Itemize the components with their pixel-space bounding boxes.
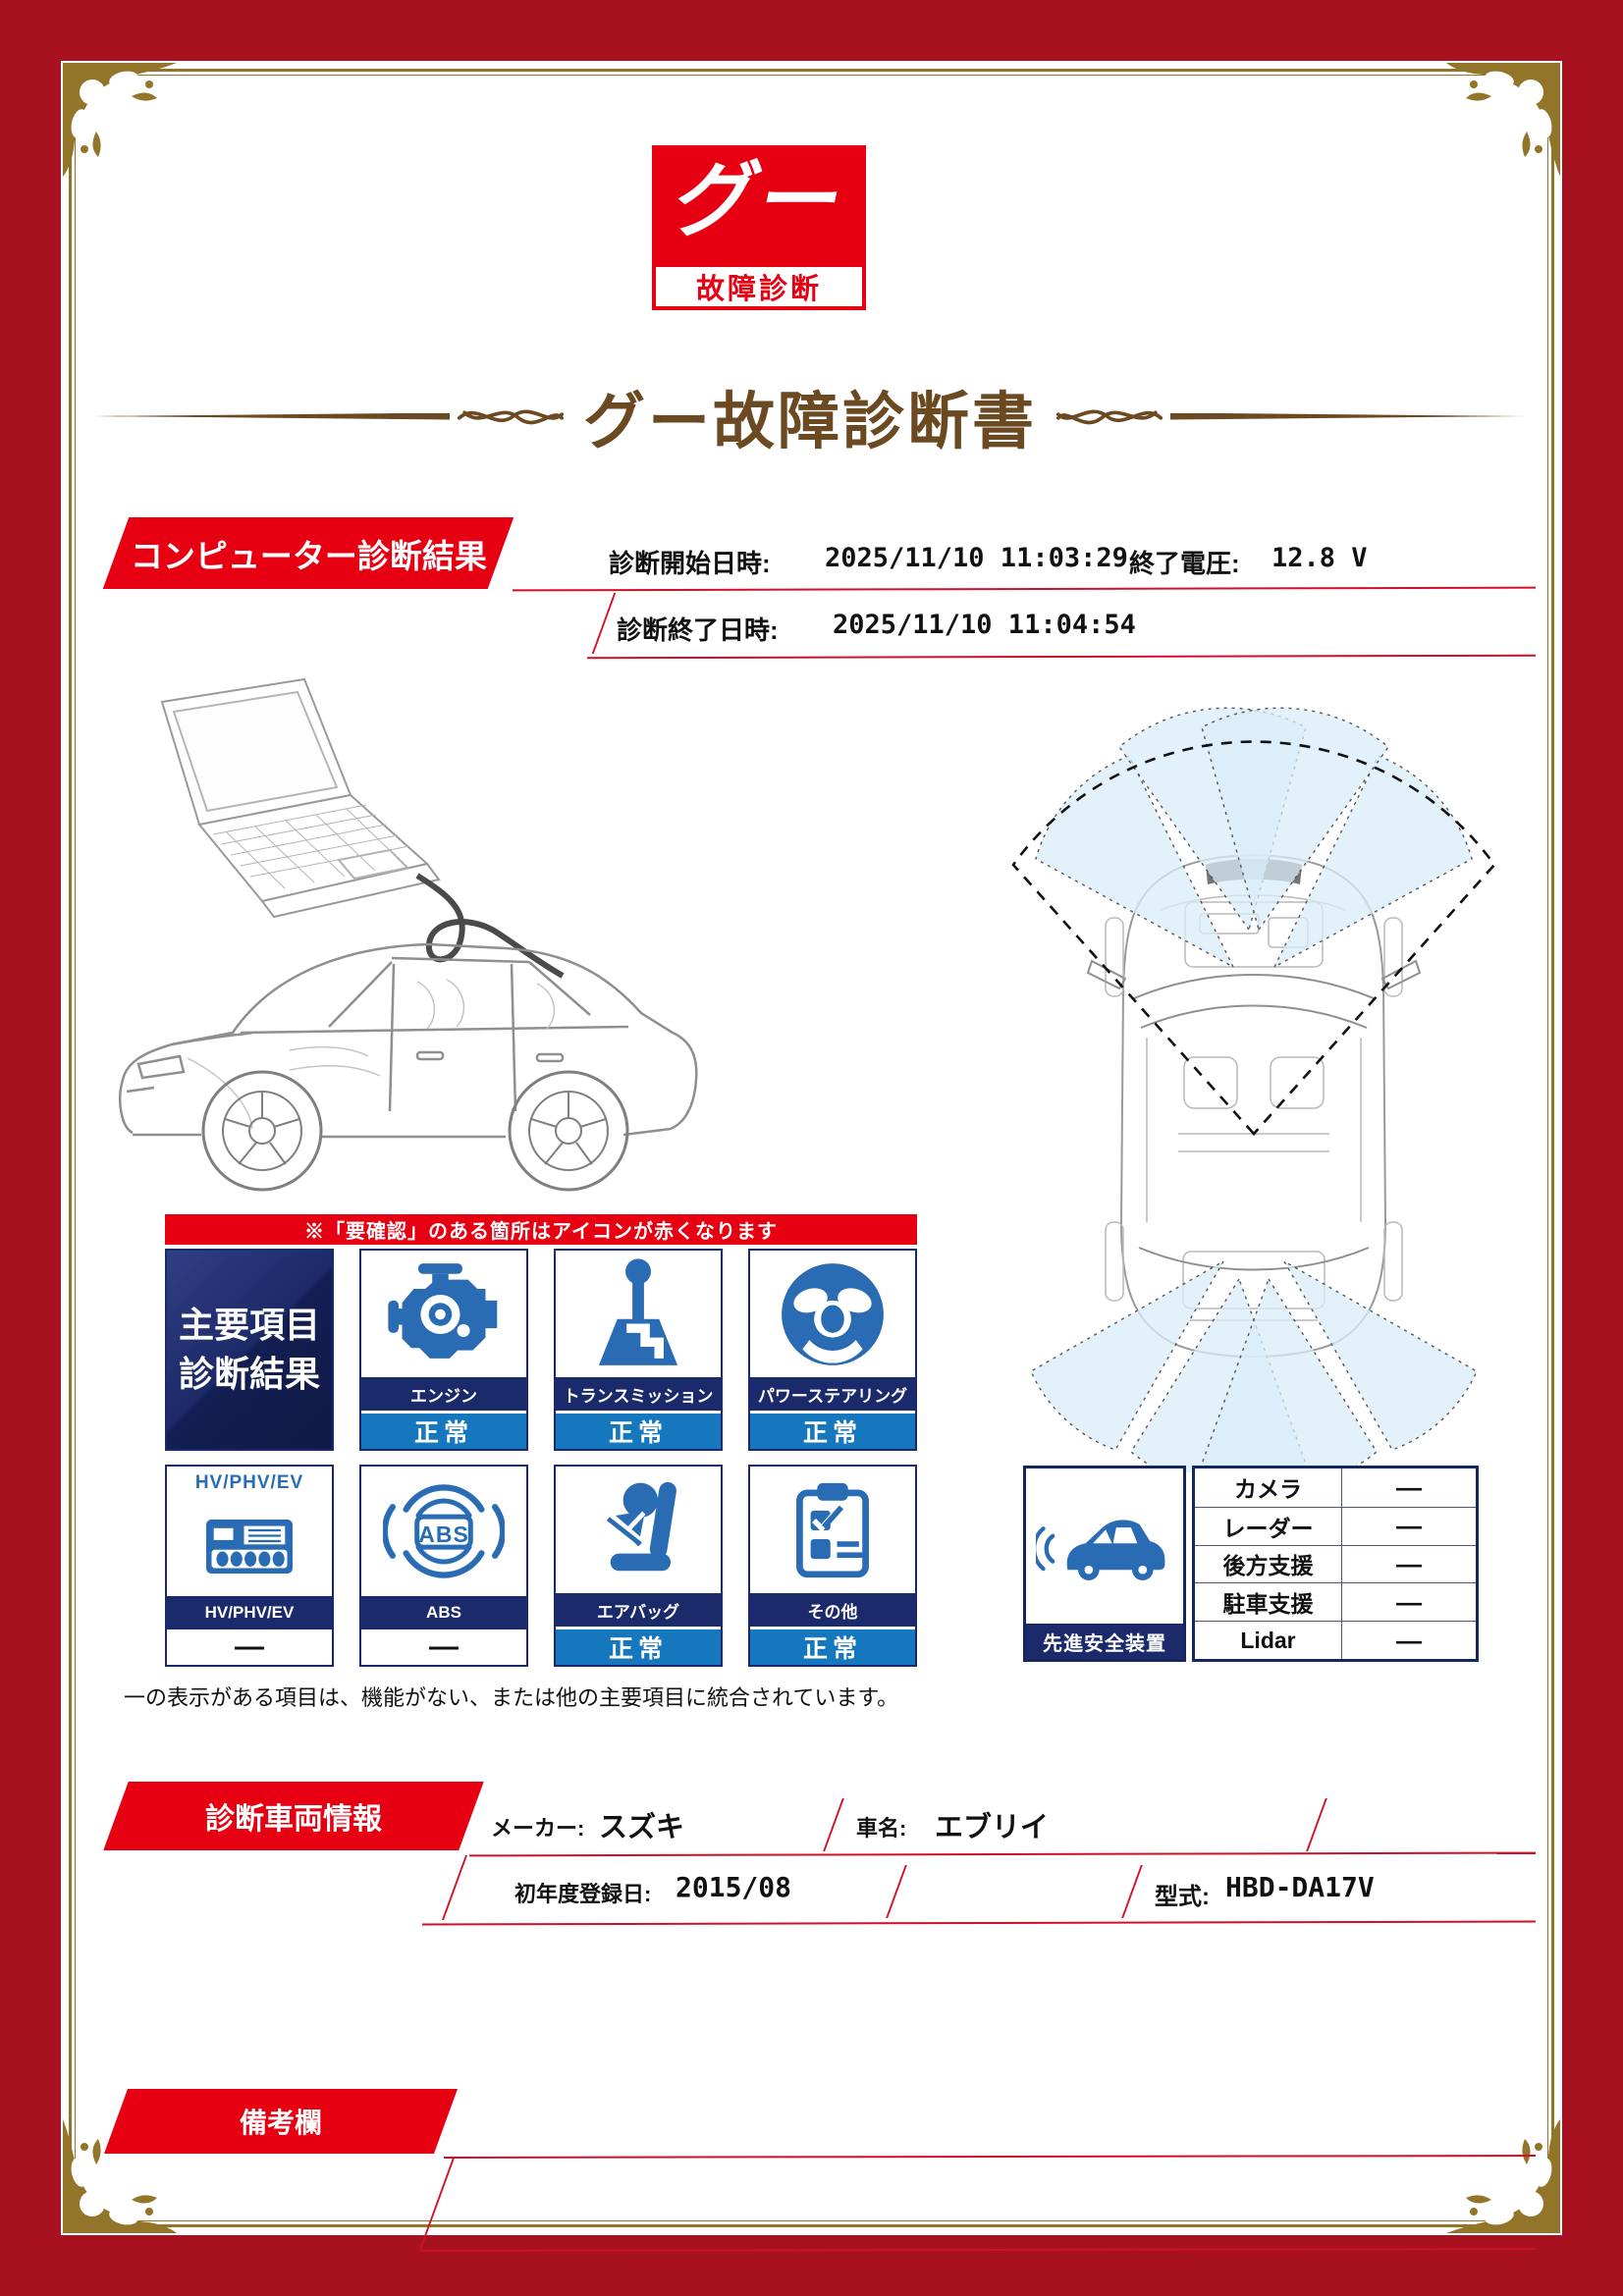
grid-item-abs: ABS ABS —: [359, 1465, 528, 1667]
steering-wheel-icon: [750, 1251, 915, 1377]
first-registration-label: 初年度登録日:: [514, 1882, 652, 1906]
model-code-label: 型式:: [1155, 1884, 1210, 1910]
remarks-banner: 備考欄: [103, 2089, 459, 2154]
safety-row-rear-support: 後方支援 —: [1195, 1544, 1476, 1583]
goo-logo-mark: グー: [665, 154, 854, 246]
abs-icon-text: ABS: [418, 1522, 469, 1547]
grid-item-label: パワーステアリング: [750, 1377, 915, 1411]
maker-label: メーカー:: [491, 1816, 585, 1841]
grid-item-status: 正常: [556, 1627, 721, 1665]
diagnosis-end-value: 2025/11/10 11:04:54: [833, 610, 1136, 640]
main-grid-header-line2: 診断結果: [178, 1354, 320, 1394]
advanced-safety-caption: 先進安全装置: [1026, 1624, 1183, 1659]
title-swirl-left-icon: [457, 409, 564, 425]
grid-item-other: その他 正常: [748, 1465, 917, 1667]
grid-footnote: 一の表示がある項目は、機能がない、または他の主要項目に統合されています。: [124, 1685, 899, 1710]
grid-item-status: —: [167, 1629, 332, 1665]
computer-diagnosis-banner: コンピューター診断結果: [102, 517, 514, 589]
car-topview-sensor-illustration: [1011, 707, 1496, 1472]
diagnosis-start-value: 2025/11/10 11:03:29: [825, 543, 1128, 573]
diagnosis-start-label: 診断開始日時:: [609, 549, 771, 578]
title-rule-right: [1170, 412, 1527, 420]
grid-item-status: 正常: [361, 1411, 526, 1449]
vehicle-info-banner: 診断車両情報: [103, 1782, 484, 1850]
end-voltage-value: 12.8 V: [1271, 543, 1368, 573]
grid-item-label: エアバッグ: [556, 1593, 721, 1627]
grid-item-status: 正常: [750, 1627, 915, 1665]
grid-item-power-steering: パワーステアリング 正常: [748, 1249, 917, 1451]
grid-item-status: —: [361, 1629, 526, 1665]
goo-logo: グー 故障診断: [652, 145, 866, 310]
report-title-row: グー故障診断書: [93, 369, 1527, 463]
grid-item-transmission: トランスミッション 正常: [554, 1249, 723, 1451]
safety-row-label: 後方支援: [1195, 1545, 1342, 1583]
car-name-label: 車名:: [856, 1816, 907, 1841]
grid-item-label: HV/PHV/EV: [167, 1596, 332, 1629]
main-grid-header: 主要項目 診断結果: [165, 1249, 334, 1451]
goo-logo-subtitle: 故障診断: [695, 274, 822, 305]
vehicle-info-banner-label: 診断車両情報: [205, 1803, 382, 1836]
safety-row-label: Lidar: [1195, 1622, 1342, 1659]
safety-row-label: レーダー: [1195, 1507, 1342, 1545]
laptop-car-wireframe-illustration: [119, 677, 698, 1192]
safety-row-label: 駐車支援: [1195, 1583, 1342, 1622]
main-grid-header-text: 主要項目 診断結果: [179, 1301, 320, 1400]
airbag-icon: [556, 1467, 721, 1593]
grid-item-status: 正常: [750, 1411, 915, 1449]
engine-icon: [361, 1251, 526, 1377]
grid-item-engine: エンジン 正常: [359, 1249, 528, 1451]
grid-item-hv-phv-ev: HV/PHV/EV HV/PHV/EV —: [165, 1465, 334, 1667]
safety-car-icon: [1026, 1468, 1183, 1624]
maker-value: スズキ: [599, 1812, 685, 1843]
notice-strip: ※「要確認」のある箇所はアイコンが赤くなります: [165, 1214, 917, 1245]
grid-item-label: トランスミッション: [556, 1377, 721, 1411]
end-voltage-label: 終了電圧:: [1129, 549, 1240, 578]
transmission-icon: [556, 1251, 721, 1377]
hv-icon-caption: HV/PHV/EV: [194, 1472, 304, 1493]
grid-item-airbag: エアバッグ 正常: [554, 1465, 723, 1667]
title-swirl-right-icon: [1056, 409, 1163, 425]
safety-row-value: —: [1396, 1586, 1422, 1617]
abs-icon: ABS: [361, 1467, 526, 1596]
safety-row-lidar: Lidar —: [1195, 1621, 1476, 1659]
car-name-value: エブリイ: [935, 1812, 1050, 1843]
safety-row-radar: レーダー —: [1195, 1506, 1476, 1545]
grid-item-status: 正常: [556, 1411, 721, 1449]
main-grid-header-line1: 主要項目: [178, 1304, 320, 1345]
first-registration-value: 2015/08: [676, 1871, 792, 1903]
advanced-safety-table: カメラ — レーダー — 後方支援 — 駐車支援 — Lidar —: [1192, 1466, 1479, 1662]
safety-row-value: —: [1396, 1625, 1422, 1655]
safety-row-value: —: [1396, 1548, 1422, 1578]
diagnosis-end-label: 診断終了日時:: [617, 615, 779, 645]
goo-logo-subtitle-box: 故障診断: [652, 263, 866, 310]
clipboard-icon: [750, 1467, 915, 1593]
safety-row-label: カメラ: [1195, 1468, 1342, 1507]
hv-meter-icon: HV/PHV/EV: [167, 1467, 332, 1596]
safety-row-value: —: [1396, 1471, 1422, 1502]
grid-item-label: その他: [750, 1593, 915, 1627]
title-rule-left: [93, 412, 450, 420]
remarks-banner-label: 備考欄: [239, 2108, 322, 2138]
grid-item-label: ABS: [361, 1596, 526, 1629]
model-code-value: HBD-DA17V: [1225, 1871, 1375, 1903]
main-diagnosis-grid: 主要項目 診断結果: [165, 1249, 917, 1667]
safety-row-value: —: [1396, 1511, 1422, 1541]
grid-item-label: エンジン: [361, 1377, 526, 1411]
safety-row-camera: カメラ —: [1195, 1468, 1476, 1507]
advanced-safety-box: 先進安全装置: [1023, 1466, 1186, 1662]
page-title: グー故障診断書: [583, 387, 1037, 456]
remarks-line-2: [419, 2248, 1537, 2252]
computer-diagnosis-banner-label: コンピューター診断結果: [130, 537, 487, 574]
safety-row-parking-support: 駐車支援 —: [1195, 1582, 1476, 1622]
goo-logo-mark-box: グー: [652, 145, 866, 263]
